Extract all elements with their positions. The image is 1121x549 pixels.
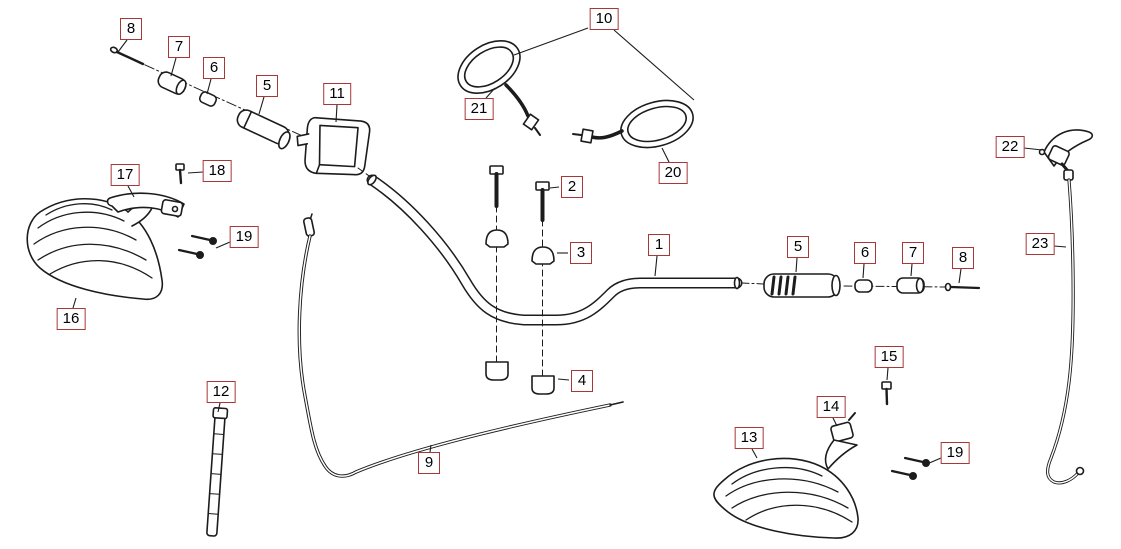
callout-22: 22 — [995, 136, 1025, 158]
callout-6-right: 6 — [854, 242, 876, 264]
callout-13: 13 — [734, 427, 764, 449]
callout-20: 20 — [658, 162, 688, 184]
callout-6-right-leader — [862, 263, 865, 279]
control-cable-icon — [297, 213, 624, 478]
callout-8-right-leader — [958, 268, 962, 284]
cable-strap-icon — [206, 407, 229, 537]
cable-right-icon — [1046, 169, 1085, 485]
callout-19-left-leader — [215, 241, 231, 249]
callout-14: 14 — [816, 396, 846, 418]
bushing-left-icon — [198, 91, 218, 107]
callout-12: 12 — [206, 381, 236, 403]
callout-3: 3 — [570, 242, 592, 264]
mirror-left-icon — [457, 40, 541, 136]
callout-12-leader — [217, 402, 221, 413]
end-screw-right-icon — [944, 282, 981, 292]
callout-10-leader — [513, 27, 589, 56]
callout-23: 23 — [1025, 233, 1055, 255]
callout-6-left: 6 — [203, 57, 225, 79]
callout-7-right-leader — [910, 263, 913, 277]
callout-11-leader — [335, 104, 338, 123]
callout-11: 11 — [323, 83, 351, 105]
spacer-right-icon — [854, 279, 873, 293]
callout-5-left-leader — [258, 96, 265, 115]
callout-7-right: 7 — [902, 242, 924, 264]
lever-icon — [1038, 129, 1094, 173]
upper-clamps-icon — [485, 229, 555, 265]
brake-lever-left-icon — [106, 192, 185, 218]
screw-18-icon — [175, 163, 185, 185]
callout-9: 9 — [418, 452, 440, 474]
callout-19-right: 19 — [940, 442, 970, 464]
callout-7-left-leader — [170, 57, 177, 77]
callout-15-leader — [886, 367, 889, 381]
throttle-grip-icon — [763, 273, 841, 298]
callout-21-leader — [485, 87, 496, 99]
callout-19-left: 19 — [229, 226, 259, 248]
callout-8-right: 8 — [952, 247, 974, 269]
callout-18-leader — [187, 171, 204, 174]
callout-17-leader — [127, 185, 135, 198]
switch-housing-icon — [296, 116, 371, 176]
callout-16-leader — [72, 297, 77, 309]
callout-19-right-leader — [926, 457, 942, 465]
callout-15: 15 — [874, 346, 904, 368]
callout-2-leader — [549, 186, 560, 189]
collar-right-icon — [896, 277, 925, 294]
callout-18: 18 — [202, 160, 232, 182]
callout-4: 4 — [571, 370, 593, 392]
callout-10: 10 — [589, 8, 619, 30]
callout-16: 16 — [56, 308, 86, 330]
callout-4-leader — [557, 378, 570, 381]
callout-10-leader — [613, 29, 695, 101]
callout-20-leader — [661, 147, 670, 163]
screw-pair-left-icon — [177, 234, 218, 260]
clamp-bolts-icon — [489, 165, 550, 222]
end-screw-left-icon — [109, 46, 145, 66]
callout-17: 17 — [110, 164, 140, 186]
screw-15-icon — [881, 381, 892, 406]
callout-2: 2 — [561, 176, 583, 198]
handlebar-icon — [366, 174, 743, 326]
callout-23-leader — [1053, 245, 1067, 248]
callout-22-leader — [1023, 147, 1043, 151]
callout-6-left-leader — [206, 78, 212, 95]
callout-1: 1 — [648, 234, 670, 256]
callout-8-left: 8 — [120, 18, 142, 40]
callout-21: 21 — [464, 98, 494, 120]
callout-9-leader — [429, 444, 432, 453]
lower-clamps-icon — [485, 361, 555, 395]
callout-8-left-leader — [117, 39, 128, 53]
brake-lever-right-icon — [824, 412, 858, 470]
hand-guard-right-icon — [713, 457, 859, 539]
callout-5-right: 5 — [787, 236, 809, 258]
callout-7-left: 7 — [168, 36, 190, 58]
grip-tube-left-icon — [236, 109, 291, 150]
callout-14-leader — [832, 417, 838, 427]
callout-1-leader — [654, 255, 658, 277]
hand-guard-left-icon — [26, 197, 164, 301]
callout-13-leader — [751, 448, 758, 459]
callout-5-left: 5 — [256, 75, 278, 97]
mirror-right-icon — [572, 99, 694, 149]
callout-5-right-leader — [795, 257, 798, 273]
collar-left-icon — [157, 71, 187, 96]
